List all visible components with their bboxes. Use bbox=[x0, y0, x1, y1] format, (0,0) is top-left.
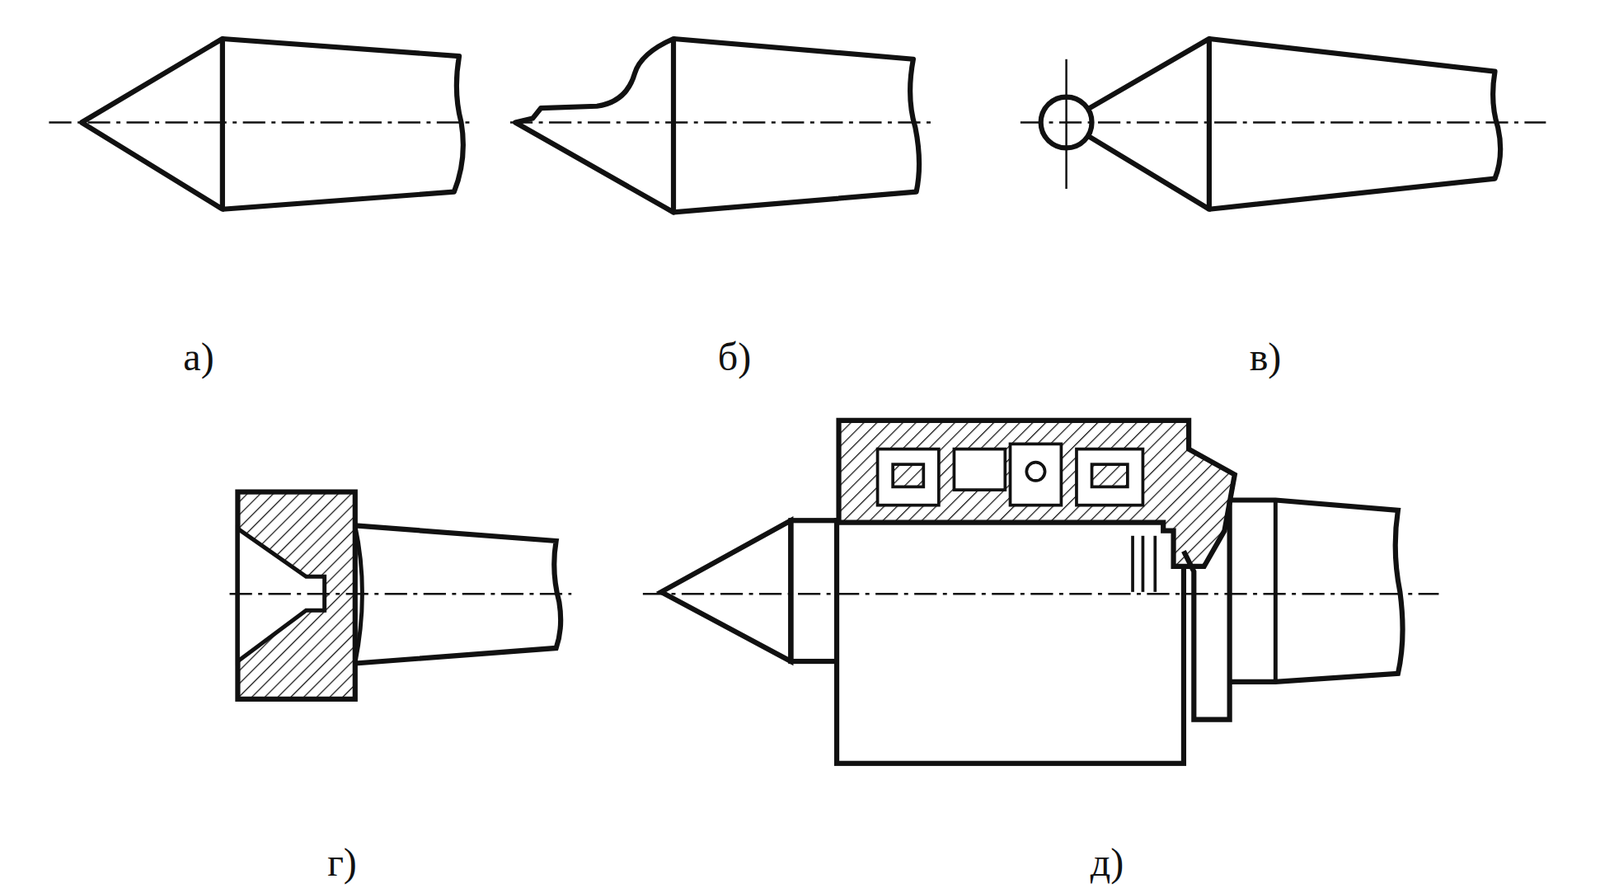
figure-label: г) bbox=[327, 842, 357, 883]
figure-label: б) bbox=[717, 337, 751, 377]
ball-center bbox=[1041, 38, 1502, 210]
plain-center bbox=[81, 38, 464, 210]
figure-label: д) bbox=[1090, 842, 1124, 883]
figure-label: в) bbox=[1249, 337, 1282, 377]
figure-label: а) bbox=[182, 337, 214, 377]
reverse-center bbox=[237, 492, 561, 700]
half-center bbox=[515, 38, 920, 212]
rotating-center bbox=[661, 420, 1403, 764]
axis-line bbox=[48, 122, 1546, 595]
